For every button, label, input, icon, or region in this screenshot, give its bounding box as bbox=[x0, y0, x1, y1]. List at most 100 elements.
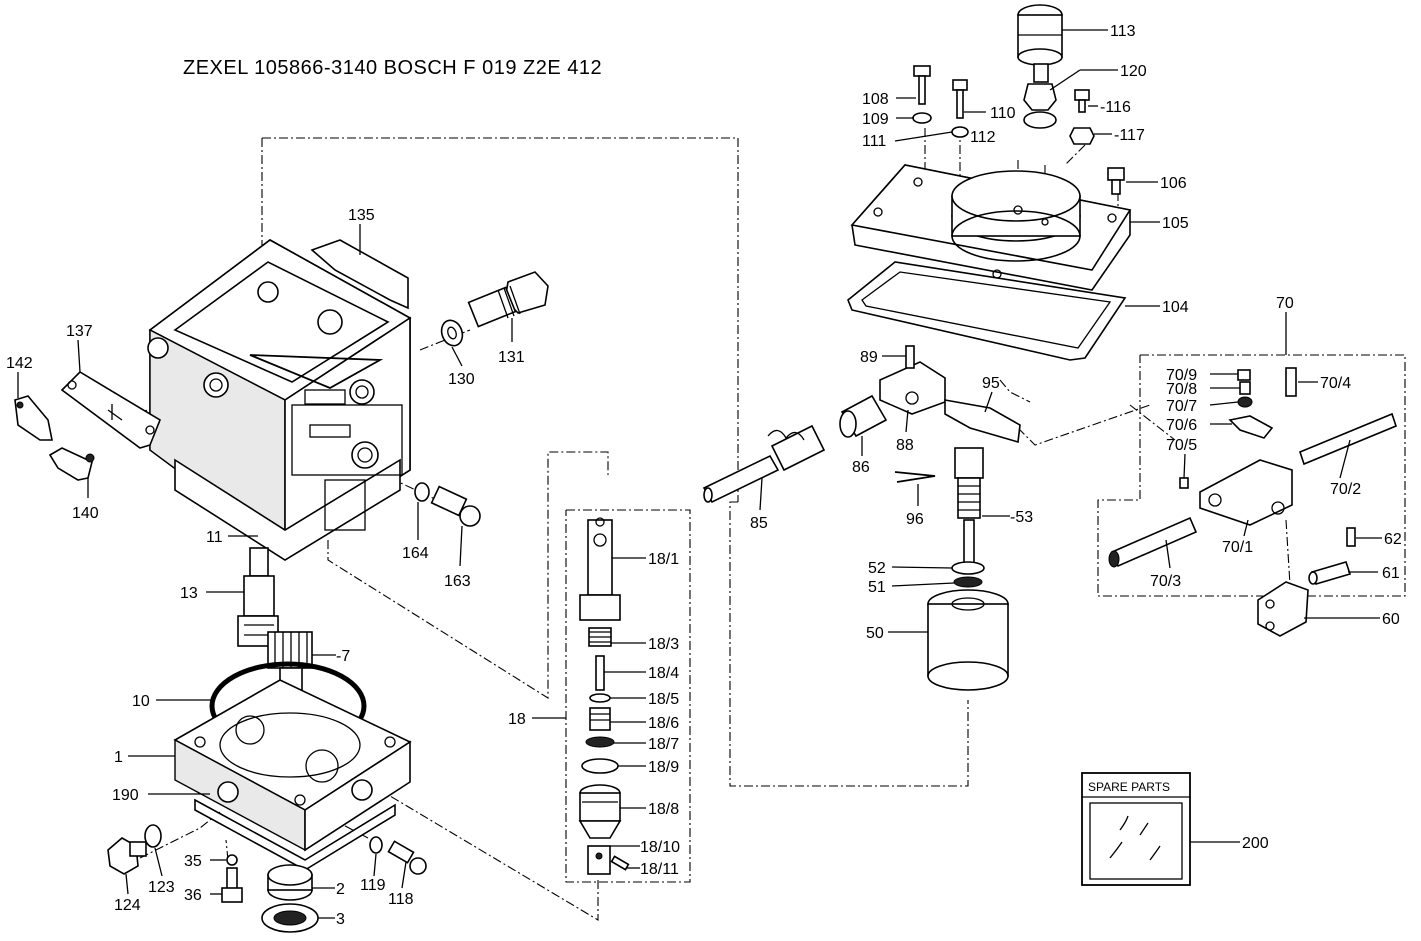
shaft-70-3 bbox=[1108, 516, 1198, 568]
label-70-5: 70/5 bbox=[1166, 437, 1197, 454]
block-70-1 bbox=[1199, 459, 1293, 526]
label-70-2: 70/2 bbox=[1330, 481, 1361, 498]
washer-112 bbox=[951, 126, 969, 138]
governor-housing bbox=[147, 239, 412, 561]
label-60: 60 bbox=[1382, 611, 1400, 628]
label-142: 142 bbox=[6, 355, 33, 372]
screw-163 bbox=[414, 482, 481, 527]
block-88 bbox=[879, 361, 946, 415]
part-labels: 113 120 108 109 110 -116 111 112 -117 10… bbox=[6, 23, 1402, 928]
spring-rod-53 bbox=[954, 447, 984, 566]
screw-110 bbox=[952, 79, 968, 119]
label-95: 95 bbox=[982, 375, 1000, 392]
label-117: -117 bbox=[1114, 127, 1145, 144]
label-11: 11 bbox=[206, 529, 223, 546]
label-13: 13 bbox=[180, 585, 198, 602]
label-18: 18 bbox=[508, 711, 526, 728]
spring-18-6 bbox=[589, 707, 611, 731]
washer-130 bbox=[440, 319, 464, 347]
label-86: 86 bbox=[852, 459, 870, 476]
label-18-1: 18/1 bbox=[648, 551, 679, 568]
spare-parts-box: SPARE PARTS bbox=[1081, 772, 1191, 886]
pin-18-11 bbox=[610, 855, 630, 871]
label-190: 190 bbox=[112, 787, 139, 804]
label-70-7: 70/7 bbox=[1166, 398, 1197, 415]
label-70-1: 70/1 bbox=[1222, 539, 1253, 556]
label-18-8: 18/8 bbox=[648, 801, 679, 818]
label-109: 109 bbox=[862, 111, 889, 128]
label-70-8: 70/8 bbox=[1166, 381, 1197, 398]
label-123: 123 bbox=[148, 879, 175, 896]
cover-plate-137 bbox=[60, 370, 161, 449]
label-7: -7 bbox=[336, 648, 350, 665]
label-164: 164 bbox=[402, 545, 429, 562]
washer-18-5 bbox=[589, 693, 611, 703]
label-112: 112 bbox=[970, 129, 996, 146]
label-120: 120 bbox=[1120, 63, 1147, 80]
label-35: 35 bbox=[184, 853, 202, 870]
label-70-3: 70/3 bbox=[1150, 573, 1181, 590]
seal-119 bbox=[369, 836, 383, 854]
label-113: 113 bbox=[1110, 23, 1136, 40]
label-119: 119 bbox=[360, 877, 386, 894]
pin-18-4 bbox=[595, 655, 605, 691]
label-104: 104 bbox=[1162, 299, 1189, 316]
cap-113 bbox=[1017, 4, 1063, 66]
label-111: 111 bbox=[862, 133, 886, 150]
clip-96 bbox=[894, 471, 936, 483]
label-88: 88 bbox=[896, 437, 914, 454]
label-18-5: 18/5 bbox=[648, 691, 679, 708]
plunger-18-1 bbox=[579, 517, 621, 621]
bolt-131 bbox=[467, 271, 549, 328]
label-135: 135 bbox=[348, 207, 375, 224]
pin-70-4 bbox=[1285, 367, 1297, 397]
label-105: 105 bbox=[1162, 215, 1189, 232]
clip-142 bbox=[14, 395, 53, 441]
weight-50 bbox=[927, 589, 1009, 691]
diagram-title: ZEXEL 105866-3140 BOSCH F 019 Z2E 412 bbox=[183, 57, 602, 79]
label-62: 62 bbox=[1384, 531, 1402, 548]
nut-117 bbox=[1069, 127, 1095, 145]
plate-70-6 bbox=[1228, 415, 1274, 439]
screw-118 bbox=[387, 840, 427, 875]
label-96: 96 bbox=[906, 511, 924, 528]
sleeve-18-8 bbox=[578, 784, 622, 839]
label-131: 131 bbox=[498, 349, 525, 366]
screw-70-9 bbox=[1237, 369, 1251, 381]
ring-18-9 bbox=[581, 758, 619, 774]
washer-70-7 bbox=[1237, 396, 1253, 408]
label-108: 108 bbox=[862, 91, 889, 108]
washer-109 bbox=[912, 112, 932, 124]
label-18-10: 18/10 bbox=[640, 839, 680, 856]
screw-106 bbox=[1107, 167, 1125, 195]
spare-parts-label: SPARE PARTS bbox=[1088, 780, 1170, 794]
label-124: 124 bbox=[114, 897, 141, 914]
cover-105 bbox=[850, 164, 1132, 291]
label-18-11: 18/11 bbox=[640, 861, 679, 878]
label-118: 118 bbox=[388, 891, 414, 908]
label-50: 50 bbox=[866, 625, 884, 642]
pin-89 bbox=[905, 345, 915, 369]
label-10: 10 bbox=[132, 693, 150, 710]
washer-123 bbox=[144, 824, 162, 848]
ring-18-7 bbox=[585, 736, 615, 748]
screw-108 bbox=[913, 65, 931, 105]
screw-116 bbox=[1074, 89, 1090, 113]
leader-lines bbox=[17, 29, 1382, 919]
label-200: 200 bbox=[1242, 835, 1269, 852]
screw-36 bbox=[221, 854, 243, 903]
seal-3 bbox=[261, 903, 319, 933]
bearing-2 bbox=[267, 864, 313, 901]
plug-124 bbox=[107, 837, 147, 875]
link-60 bbox=[1257, 581, 1309, 637]
spring-70-8 bbox=[1239, 381, 1251, 395]
label-163: 163 bbox=[444, 573, 471, 590]
base-plate-1 bbox=[173, 679, 412, 871]
label-70-9: 70/9 bbox=[1166, 367, 1197, 384]
label-18-7: 18/7 bbox=[648, 736, 679, 753]
sleeve-86 bbox=[839, 394, 888, 438]
fork-95 bbox=[944, 399, 1021, 444]
spring-18-3 bbox=[588, 627, 612, 647]
